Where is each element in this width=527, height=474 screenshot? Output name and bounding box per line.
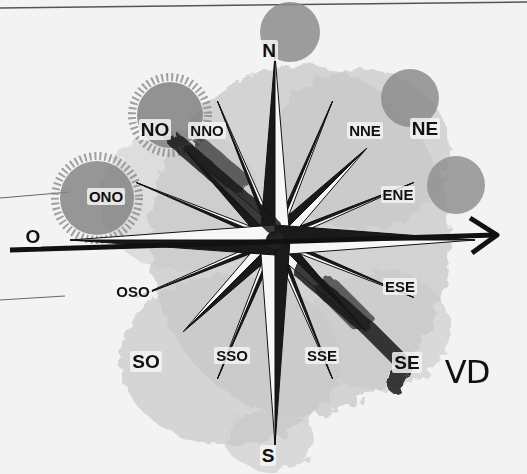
direction-label: ESE bbox=[383, 278, 417, 295]
direction-label: SSO bbox=[214, 347, 250, 364]
dark-smudge bbox=[175, 140, 405, 385]
rose-point bbox=[275, 55, 290, 240]
direction-label: NNE bbox=[347, 122, 383, 139]
direction-label: N bbox=[260, 40, 278, 61]
rose-point bbox=[70, 225, 275, 240]
direction-label: SE bbox=[392, 352, 421, 373]
direction-label: NNO bbox=[188, 122, 225, 139]
direction-label: SSE bbox=[305, 347, 339, 364]
direction-label: OSO bbox=[114, 283, 151, 300]
signature: VD bbox=[443, 355, 492, 389]
rose-point bbox=[275, 240, 290, 445]
frame-line bbox=[0, 192, 70, 198]
frame-line bbox=[0, 2, 527, 8]
direction-label: O bbox=[24, 226, 43, 247]
direction-label: NO bbox=[139, 119, 172, 140]
direction-label: NE bbox=[410, 118, 440, 139]
direction-label: SO bbox=[130, 351, 161, 372]
direction-label: ENE bbox=[381, 186, 416, 203]
horizontal-arrow bbox=[10, 218, 497, 253]
rose-point bbox=[260, 240, 275, 445]
sun-circles bbox=[55, 2, 485, 240]
frame-line bbox=[0, 296, 65, 300]
compass-rose bbox=[70, 55, 475, 445]
direction-label: S bbox=[260, 445, 277, 466]
direction-label: ONO bbox=[87, 188, 125, 205]
